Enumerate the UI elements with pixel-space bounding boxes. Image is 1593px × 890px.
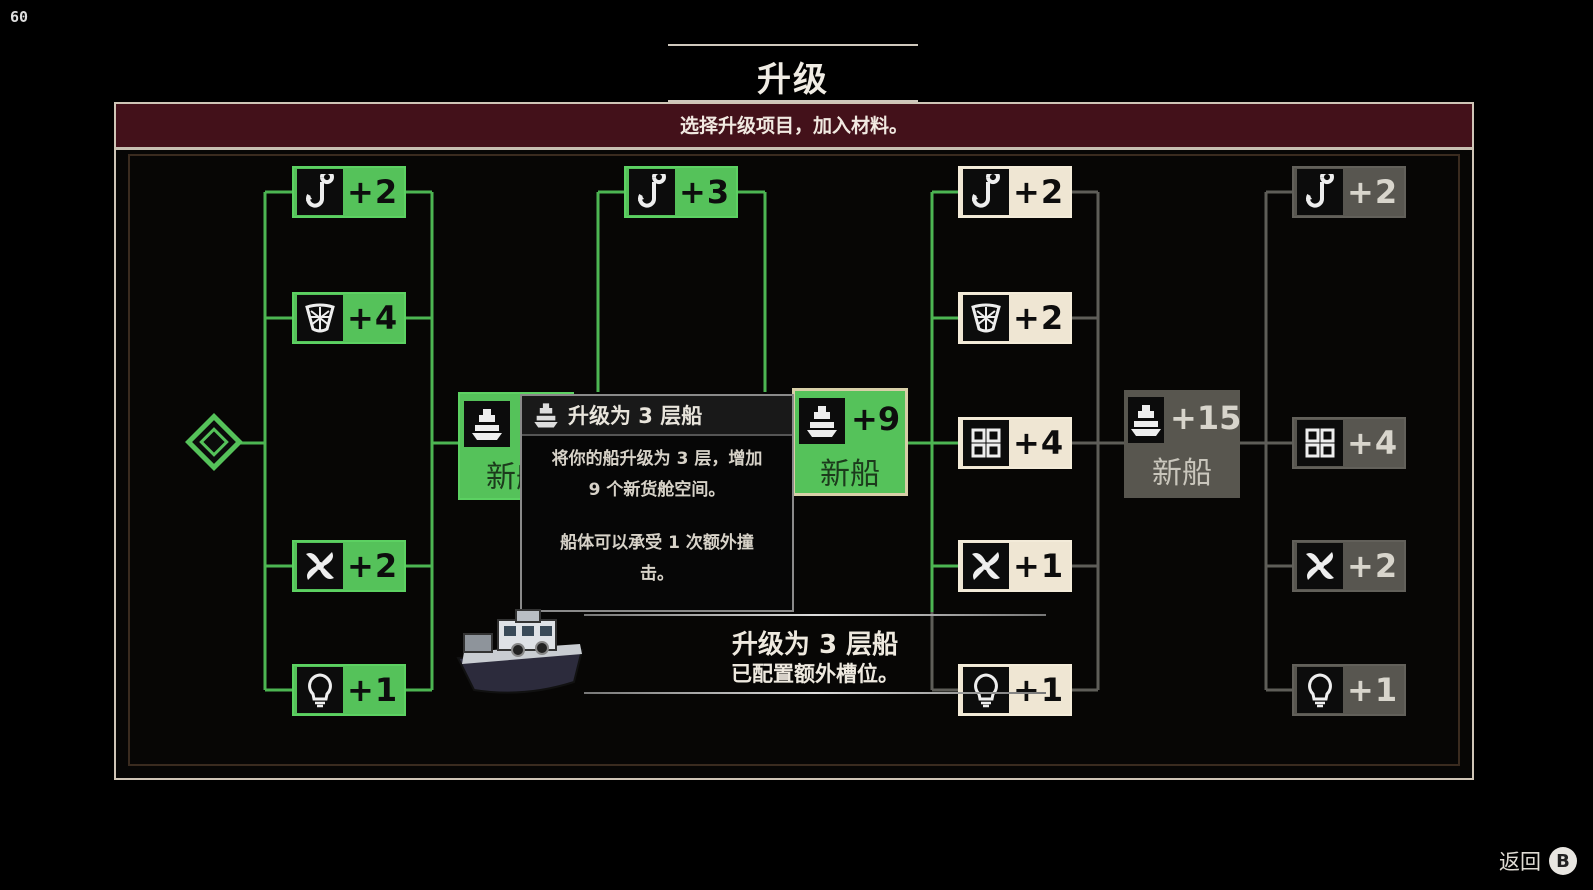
net-icon — [297, 295, 343, 341]
tooltip-text: 9 个新货舱空间。 — [588, 480, 726, 500]
ship-upgrade-tier-3[interactable]: +9 新船 — [792, 388, 908, 496]
upgrade-node-light[interactable]: +1 — [958, 664, 1072, 716]
engine-icon — [1297, 543, 1343, 589]
start-diamond-icon — [185, 413, 243, 471]
tooltip-text: 将你的船升级为 3 层，增加 — [551, 449, 763, 469]
fps-counter: 60 — [10, 8, 29, 26]
ship-upgrade-tier-4[interactable]: +15 新船 — [1124, 390, 1241, 498]
upgrade-node-light[interactable]: +1 — [292, 664, 406, 716]
b-button-icon[interactable]: B — [1549, 847, 1577, 875]
upgrade-node-net[interactable]: +2 — [958, 292, 1072, 344]
light-icon — [963, 667, 1009, 713]
upgrade-node-engine[interactable]: +1 — [958, 540, 1072, 592]
upgrade-node-engine[interactable]: +2 — [1292, 540, 1406, 592]
upgrade-node-hook[interactable]: +2 — [1292, 166, 1406, 218]
ship-icon — [799, 398, 845, 444]
upgrade-node-hook[interactable]: +3 — [624, 166, 738, 218]
upgrade-node-storage[interactable]: +4 — [958, 417, 1072, 469]
back-label: 返回 — [1499, 850, 1541, 874]
light-icon — [297, 667, 343, 713]
instruction-banner: 选择升级项目，加入材料。 — [116, 104, 1472, 150]
upgrade-notification: 升级为 3 层船 已配置额外槽位。 — [584, 614, 1046, 694]
upgrade-node-storage[interactable]: +4 — [1292, 417, 1406, 469]
ship-icon — [532, 401, 560, 429]
ship-icon — [464, 401, 510, 447]
notification-subtitle: 已配置额外槽位。 — [731, 662, 899, 686]
upgrade-node-engine[interactable]: +2 — [292, 540, 406, 592]
boat-image — [454, 606, 592, 706]
tooltip-text: 船体可以承受 1 次额外撞 — [560, 533, 754, 553]
hook-icon — [629, 169, 675, 215]
back-control[interactable]: 返回 B — [1499, 846, 1577, 876]
screen-title: 升级 — [668, 44, 918, 102]
upgrade-node-light[interactable]: +1 — [1292, 664, 1406, 716]
upgrade-node-net[interactable]: +4 — [292, 292, 406, 344]
notification-title: 升级为 3 层船 — [731, 630, 899, 660]
ship-icon — [1128, 397, 1164, 443]
page-title: 升级 — [757, 60, 829, 100]
hook-icon — [297, 169, 343, 215]
upgrade-node-hook[interactable]: +2 — [958, 166, 1072, 218]
light-icon — [1297, 667, 1343, 713]
net-icon — [963, 295, 1009, 341]
tooltip-text: 击。 — [640, 564, 674, 584]
hook-icon — [963, 169, 1009, 215]
tree-area — [128, 154, 1460, 766]
grid-icon — [1297, 420, 1343, 466]
grid-icon — [963, 420, 1009, 466]
upgrade-tooltip: 升级为 3 层船 将你的船升级为 3 层，增加 9 个新货舱空间。 船体可以承受… — [520, 394, 794, 612]
tooltip-title: 升级为 3 层船 — [568, 404, 703, 428]
hook-icon — [1297, 169, 1343, 215]
upgrade-node-hook[interactable]: +2 — [292, 166, 406, 218]
engine-icon — [963, 543, 1009, 589]
engine-icon — [297, 543, 343, 589]
